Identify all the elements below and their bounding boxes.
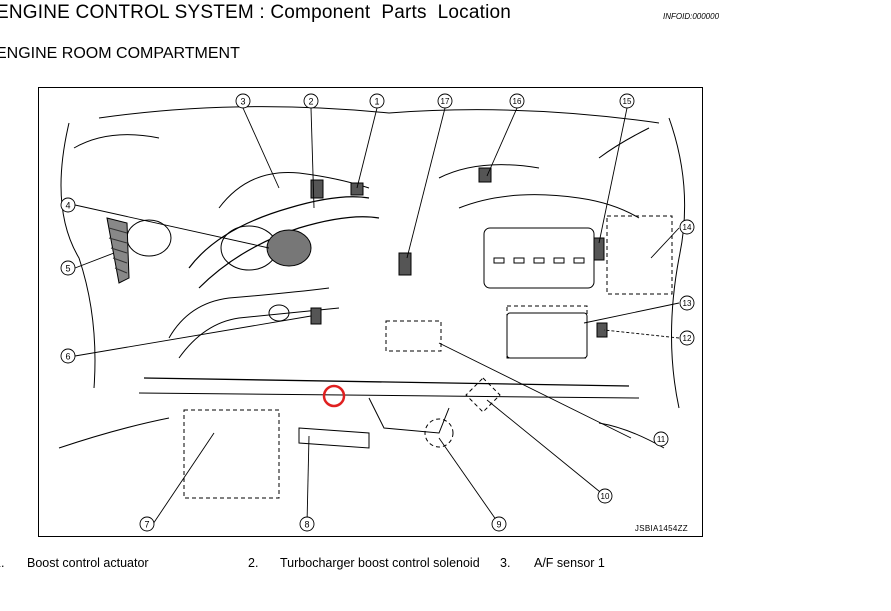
legend-item-2-text: Turbocharger boost control solenoid	[280, 556, 480, 570]
callout-15: 15	[623, 97, 632, 106]
callout-6-circle	[60, 348, 76, 364]
callout-10: 10	[601, 492, 610, 501]
legend-item-1-text: Boost control actuator	[27, 556, 149, 570]
callout-16: 16	[513, 97, 522, 106]
callout-7-circle	[139, 516, 155, 532]
callout-7: 7	[144, 520, 149, 530]
callout-17-circle	[437, 93, 453, 109]
callout-8: 8	[304, 520, 309, 530]
legend-item-3-number: 3.	[500, 556, 511, 570]
callout-13: 13	[683, 299, 692, 308]
info-id: INFOID:000000	[663, 12, 720, 21]
callout-1: 1	[374, 97, 379, 107]
callout-6: 6	[65, 352, 70, 362]
callout-2-circle	[303, 93, 319, 109]
highlight-marker	[322, 384, 346, 408]
callout-2: 2	[308, 97, 313, 107]
callout-3: 3	[240, 97, 245, 107]
engine-illustration: 1 2 3 4 5 6 7 8 9 10 11 12 13 14 15 16 1…	[58, 93, 695, 532]
callout-9-circle	[491, 516, 507, 532]
callout-14-circle	[679, 219, 695, 235]
figure-code: JSBIA1454ZZ	[634, 524, 688, 533]
callout-5-circle	[60, 260, 76, 276]
callout-11: 11	[657, 435, 666, 444]
callout-12: 12	[683, 334, 692, 343]
callout-16-circle	[509, 93, 525, 109]
callout-11-circle	[653, 431, 669, 447]
callout-12-circle	[679, 330, 695, 346]
callout-10-circle	[597, 488, 613, 504]
callout-8-circle	[299, 516, 315, 532]
legend-item-1-number: 1.	[0, 556, 5, 570]
callout-4: 4	[65, 201, 70, 211]
legend-item-3-text: A/F sensor 1	[534, 556, 605, 570]
page-title: ENGINE CONTROL SYSTEM : Component Parts …	[0, 2, 512, 23]
section-heading: ENGINE ROOM COMPARTMENT	[0, 45, 240, 62]
callout-5: 5	[65, 264, 70, 274]
callout-13-circle	[679, 295, 695, 311]
callout-14: 14	[683, 223, 692, 232]
callout-9: 9	[496, 520, 501, 530]
legend-item-2-number: 2.	[248, 556, 259, 570]
callout-17: 17	[441, 97, 450, 106]
callout-15-circle	[619, 93, 635, 109]
engine-room-diagram: 1 2 3 4 5 6 7 8 9 10 11 12 13 14 15 16 1…	[38, 87, 703, 537]
callout-3-circle	[235, 93, 251, 109]
callout-1-circle	[369, 93, 385, 109]
callout-4-circle	[60, 197, 76, 213]
